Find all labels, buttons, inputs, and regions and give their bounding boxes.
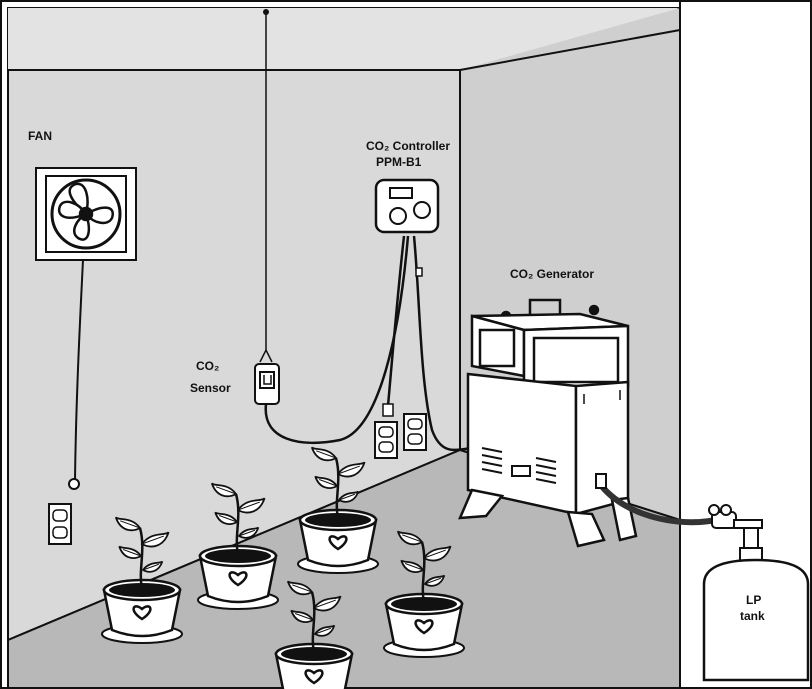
generator-label: CO₂ Generator: [510, 267, 594, 281]
fan-plug: [69, 479, 79, 489]
controller-label-line2: PPM-B1: [376, 155, 422, 169]
sensor-label-line2: Sensor: [190, 381, 231, 395]
controller-label-line1: CO₂ Controller: [366, 139, 450, 153]
hose-connector: [596, 474, 606, 488]
co2-controller: [376, 180, 438, 232]
fan-unit: [36, 168, 136, 260]
controller-plug: [383, 404, 393, 416]
tank-label-line1: LP: [746, 593, 761, 607]
wall-outlet-left: [49, 504, 71, 544]
fan-label: FAN: [28, 129, 52, 143]
tank-label-line2: tank: [740, 609, 765, 623]
sensor-label-line1: CO₂: [196, 359, 219, 373]
